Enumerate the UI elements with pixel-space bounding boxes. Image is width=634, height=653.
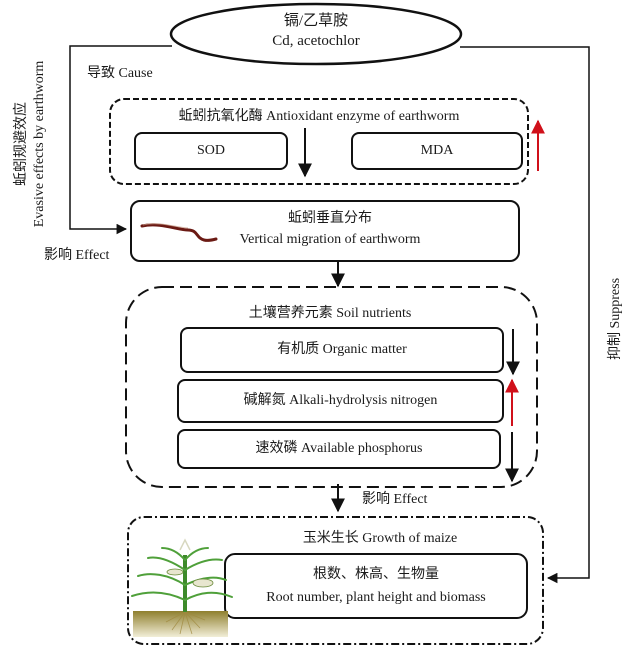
antioxidant-title: 蚯蚓抗氧化酶 Antioxidant enzyme of earthworm — [178, 109, 460, 124]
evasive-label-zh: 蚯蚓规避效应 — [14, 102, 29, 186]
sod-label: SOD — [196, 143, 225, 158]
effect-label-left: 影响 Effect — [44, 248, 110, 263]
migration-label-en: Vertical migration of earthworm — [239, 232, 421, 247]
antioxidant-group-box — [109, 98, 529, 185]
evasive-label-en: Evasive effects by earthworm — [32, 60, 47, 228]
maize-label-zh: 根数、株高、生物量 — [313, 567, 439, 582]
sod-box — [134, 132, 288, 170]
organic-matter-label: 有机质 Organic matter — [277, 342, 407, 357]
maize-title: 玉米生长 Growth of maize — [302, 531, 458, 546]
soil-title: 土壤营养元素 Soil nutrients — [248, 306, 412, 321]
suppress-label: 抑制 Suppress — [608, 277, 623, 361]
maize-inner-box — [224, 553, 528, 619]
maize-label-en: Root number, plant height and biomass — [266, 590, 486, 605]
earthworm-image — [140, 223, 218, 242]
organic-matter-box — [180, 327, 504, 373]
migration-label-zh: 蚯蚓垂直分布 — [288, 211, 372, 226]
evasive-effects-label: 蚯蚓规避效应 Evasive effects by earthworm — [13, 44, 53, 244]
suppress-path-line — [460, 46, 590, 584]
maize-plant-image — [131, 538, 233, 637]
maize-group-box — [127, 516, 544, 645]
soil-group-box — [125, 286, 538, 488]
migration-box — [130, 200, 520, 262]
mda-box — [351, 132, 523, 170]
source-label-zh: 镉/乙草胺 — [283, 13, 349, 29]
alkali-nitrogen-label: 碱解氮 Alkali-hydrolysis nitrogen — [243, 393, 438, 408]
source-label-en: Cd, acetochlor — [272, 33, 360, 49]
available-phosphorus-label: 速效磷 Available phosphorus — [255, 441, 423, 456]
alkali-nitrogen-box — [177, 379, 504, 423]
mda-label: MDA — [420, 143, 454, 158]
cause-label: 导致 Cause — [87, 66, 153, 81]
source-node-ellipse — [169, 2, 463, 66]
evasive-path-line — [69, 45, 172, 235]
effect-label-between: 影响 Effect — [362, 492, 428, 507]
available-phosphorus-box — [177, 429, 501, 469]
